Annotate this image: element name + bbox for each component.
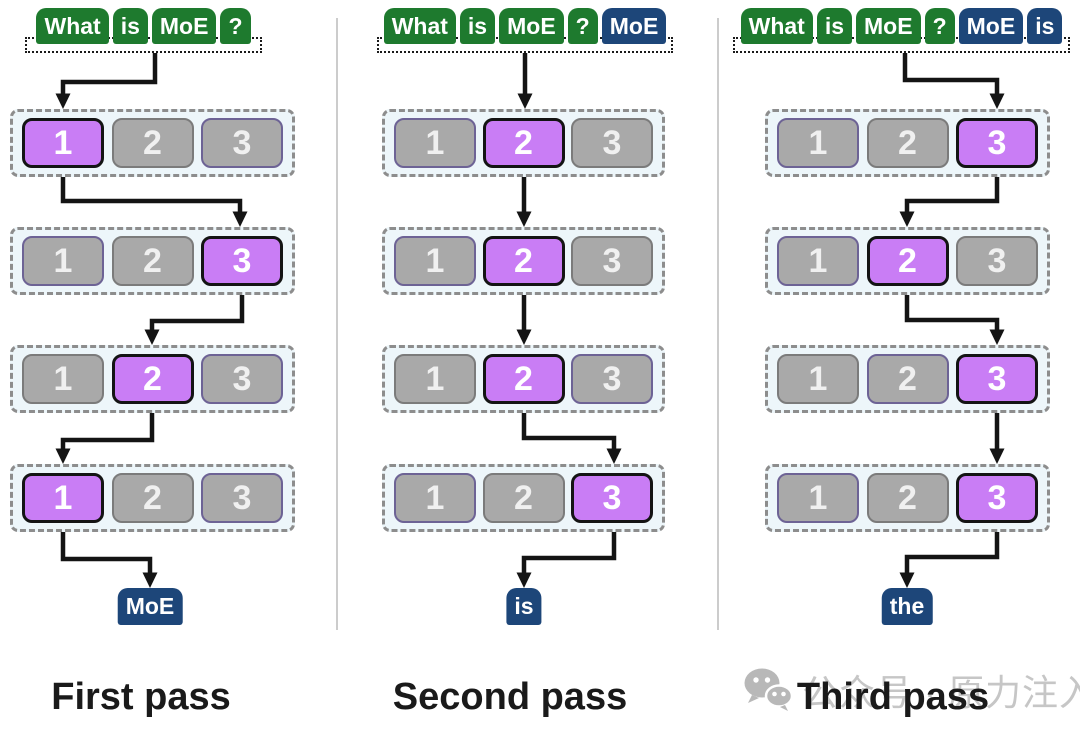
expert-layer-row: 1 2 3 — [765, 109, 1050, 177]
expert-box: 2 — [482, 236, 565, 286]
expert-box: 3 — [201, 354, 283, 404]
output-token: MoE — [117, 588, 183, 625]
expert-box: 3 — [956, 236, 1038, 286]
expert-box: 2 — [866, 118, 949, 168]
input-token: ? — [567, 8, 598, 44]
expert-layer-row: 1 2 3 — [10, 109, 295, 177]
expert-box: 3 — [956, 118, 1038, 168]
input-token: MoE — [856, 8, 921, 44]
expert-box: 2 — [866, 354, 949, 404]
expert-box: 1 — [22, 354, 104, 404]
input-token: MoE — [601, 8, 667, 44]
expert-box: 1 — [777, 354, 859, 404]
expert-box: 1 — [777, 473, 859, 523]
expert-layer-row: 1 2 3 — [10, 227, 295, 295]
input-token: ? — [924, 8, 955, 44]
input-token: ? — [220, 8, 251, 44]
expert-box: 1 — [777, 236, 859, 286]
expert-box: 3 — [201, 236, 283, 286]
expert-box: 3 — [956, 354, 1038, 404]
input-token: What — [740, 8, 813, 44]
expert-box: 1 — [22, 473, 104, 523]
input-token: is — [1027, 8, 1063, 44]
input-token: MoE — [958, 8, 1024, 44]
expert-box: 3 — [201, 473, 283, 523]
input-token-strip: What is MoE ? MoE — [377, 8, 673, 44]
expert-layer-row: 1 2 3 — [382, 464, 665, 532]
expert-box: 2 — [111, 236, 194, 286]
pass-label: First pass — [51, 676, 231, 718]
expert-box: 2 — [866, 236, 949, 286]
expert-box: 2 — [482, 354, 565, 404]
expert-box: 1 — [394, 236, 476, 286]
expert-box: 1 — [394, 354, 476, 404]
expert-box: 3 — [201, 118, 283, 168]
expert-layer-row: 1 2 3 — [382, 227, 665, 295]
output-token: is — [506, 588, 542, 625]
expert-box: 2 — [482, 118, 565, 168]
expert-box: 1 — [394, 118, 476, 168]
expert-layer-row: 1 2 3 — [765, 227, 1050, 295]
expert-box: 3 — [571, 236, 653, 286]
expert-box: 3 — [956, 473, 1038, 523]
watermark: 公众号 · 原力注入 — [742, 664, 1080, 716]
wechat-icon — [744, 668, 794, 711]
expert-box: 1 — [22, 236, 104, 286]
expert-layer-row: 1 2 3 — [10, 464, 295, 532]
expert-box: 1 — [22, 118, 104, 168]
input-token: What — [383, 8, 456, 44]
column-divider — [336, 18, 338, 630]
expert-box: 2 — [482, 473, 565, 523]
expert-box: 2 — [111, 118, 194, 168]
expert-box: 3 — [571, 354, 653, 404]
input-token: What — [36, 8, 109, 44]
input-token: is — [459, 8, 496, 44]
expert-box: 2 — [866, 473, 949, 523]
input-token: is — [112, 8, 148, 44]
expert-layer-row: 1 2 3 — [10, 345, 295, 413]
expert-box: 3 — [571, 118, 653, 168]
input-token: MoE — [499, 8, 564, 44]
expert-box: 2 — [111, 473, 194, 523]
expert-layer-row: 1 2 3 — [765, 345, 1050, 413]
input-token-strip: What is MoE ? MoE is — [733, 8, 1070, 44]
watermark-text: 公众号 · 原力注入 — [802, 672, 1080, 713]
pass-label: Second pass — [392, 676, 628, 718]
expert-layer-row: 1 2 3 — [382, 345, 665, 413]
input-token: MoE — [151, 8, 217, 44]
input-token: is — [816, 8, 853, 44]
expert-layer-row: 1 2 3 — [765, 464, 1050, 532]
expert-box: 1 — [394, 473, 476, 523]
output-token: the — [881, 588, 933, 625]
expert-box: 3 — [571, 473, 653, 523]
expert-box: 1 — [777, 118, 859, 168]
expert-box: 2 — [111, 354, 194, 404]
input-token-strip: What is MoE ? — [25, 8, 262, 44]
expert-layer-row: 1 2 3 — [382, 109, 665, 177]
column-divider — [717, 18, 719, 630]
pass-label: Third pass — [796, 676, 990, 718]
